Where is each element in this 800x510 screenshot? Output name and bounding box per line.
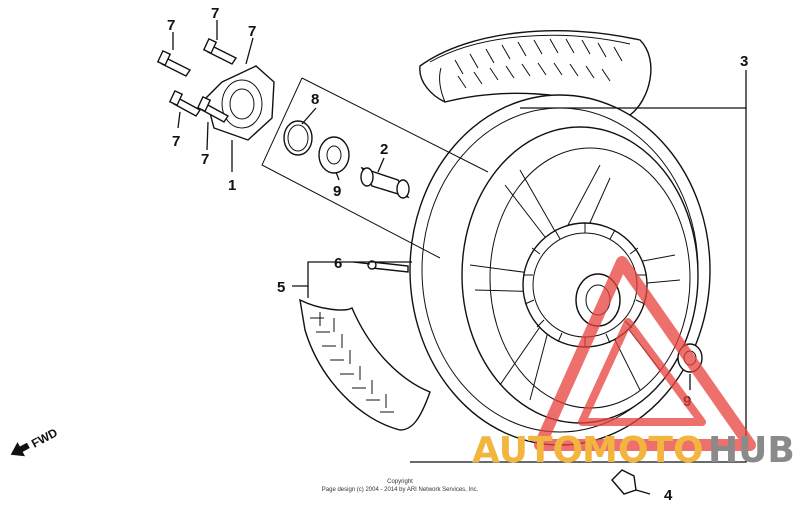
label-valve: 6 xyxy=(334,255,342,272)
label-wheel-assembly: 3 xyxy=(740,53,748,70)
exploded-parts-frame xyxy=(261,77,489,259)
watermark: AUTO MOTO HUB xyxy=(472,256,795,471)
label-valve-cap: 4 xyxy=(664,487,673,504)
label-bolt-lower: 7 xyxy=(201,151,209,168)
axle-spacer xyxy=(360,166,410,199)
tire-top-section xyxy=(419,30,652,116)
tire-lower-section xyxy=(299,298,431,431)
copyright-line-2: Page design (c) 2004 - 2014 by ARI Netwo… xyxy=(322,487,479,493)
label-hub-flange: 1 xyxy=(228,177,236,194)
watermark-auto: AUTO xyxy=(472,430,583,471)
wheel-rim xyxy=(409,94,711,446)
watermark-moto: MOTO xyxy=(582,430,704,471)
watermark-hub: HUB xyxy=(708,430,795,471)
label-tire: 5 xyxy=(277,279,285,296)
copyright-line-1: Copyright xyxy=(387,479,413,485)
bearing-left xyxy=(318,136,350,174)
label-bearing-left: 9 xyxy=(333,183,341,200)
hub-flange xyxy=(205,65,275,141)
label-bolt-lower-left: 7 xyxy=(172,133,180,150)
bolts xyxy=(156,37,238,123)
label-bolt-top-right: 7 xyxy=(248,23,256,40)
fwd-label: FWD xyxy=(29,425,60,450)
fwd-arrow: FWD xyxy=(10,425,60,457)
valve-cap xyxy=(611,469,637,495)
label-bolt-top-left: 7 xyxy=(167,17,175,34)
label-axle-spacer: 2 xyxy=(380,141,388,158)
valve xyxy=(367,260,409,273)
watermark-triangle xyxy=(534,256,756,451)
label-oil-seal: 8 xyxy=(311,91,319,108)
label-bolt-top: 7 xyxy=(211,5,219,22)
leader-lines xyxy=(172,20,747,495)
oil-seal xyxy=(283,120,313,156)
copyright-notice: Copyright Page design (c) 2004 - 2014 by… xyxy=(322,479,479,493)
